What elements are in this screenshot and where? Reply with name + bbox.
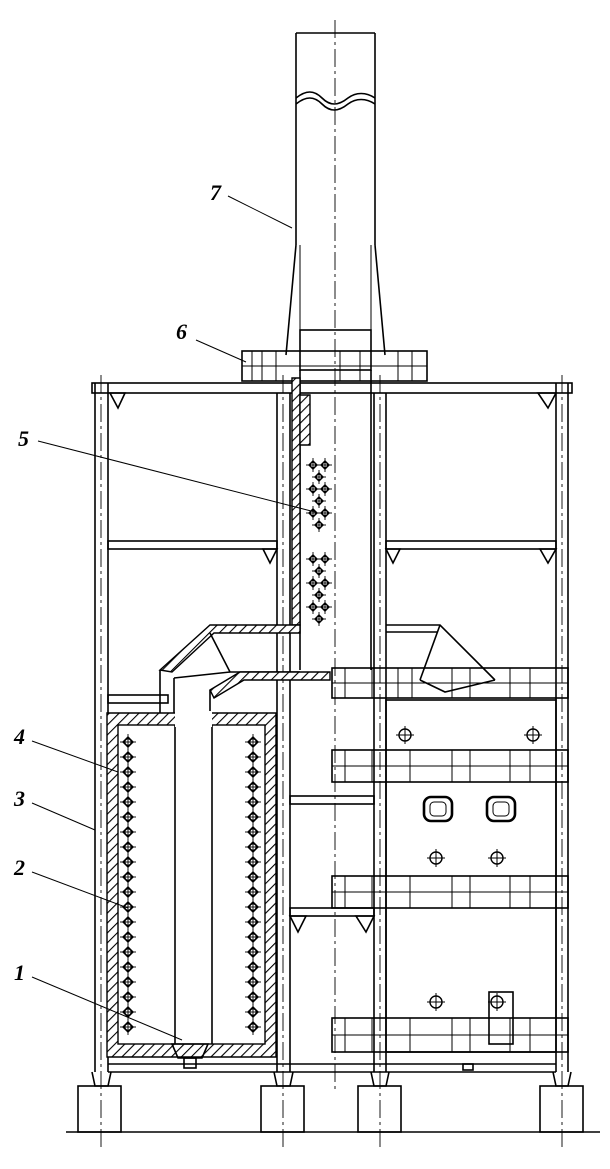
economizer-tubes: [305, 457, 333, 627]
callout-7: 7: [210, 180, 222, 205]
top-frame-beam: [91, 382, 573, 410]
callout-5: 5: [18, 426, 29, 451]
chimney: [285, 32, 386, 356]
callout-labels: 7 6 5 4 3 2 1: [13, 180, 222, 985]
callout-4: 4: [13, 724, 25, 749]
transition-hood: [158, 624, 331, 720]
callout-3: 3: [13, 786, 25, 811]
furnace-chamber: [106, 711, 277, 1069]
foundation-footings: [66, 1071, 600, 1133]
callout-6: 6: [176, 319, 187, 344]
chimney-base-flange: [241, 350, 428, 382]
center-lines: [100, 20, 563, 1150]
economizer-flue-duct: [291, 329, 372, 670]
intermediate-beams: [107, 540, 558, 934]
base-beam: [108, 1063, 556, 1073]
side-casing: [331, 667, 569, 1071]
right-hood: [386, 624, 496, 693]
stiffener-bands: [331, 667, 569, 1053]
callout-1: 1: [14, 960, 25, 985]
band-divisions: [344, 668, 531, 1052]
callout-2: 2: [13, 855, 25, 880]
leader-lines: [31, 195, 316, 1041]
